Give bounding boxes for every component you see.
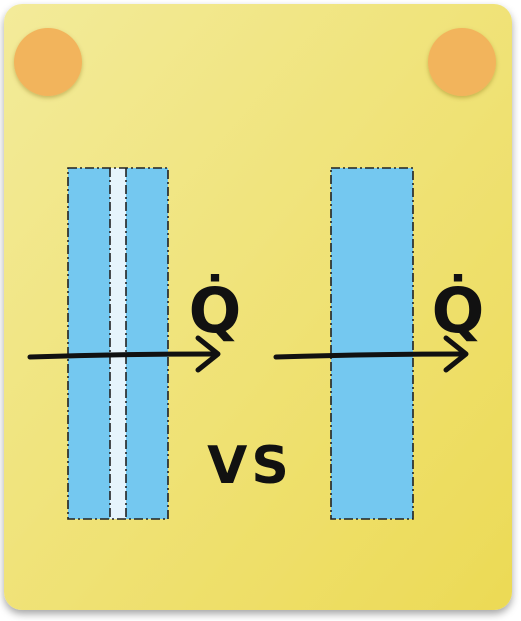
left-layered-wall xyxy=(67,167,169,520)
comparison-label: VS xyxy=(207,436,293,496)
left-wall-outer-layer xyxy=(68,168,110,519)
left-heat-flow-arrow xyxy=(27,335,221,373)
left-wall-inner-layer xyxy=(126,168,168,519)
right-solid-wall xyxy=(330,167,414,520)
right-wall-body xyxy=(331,168,413,519)
pin-left-icon xyxy=(14,28,82,96)
right-heat-flow-arrow xyxy=(273,335,469,373)
pin-right-icon xyxy=(428,28,496,96)
right-heat-flux-label: Q̇ xyxy=(432,274,485,347)
left-wall-gap-layer xyxy=(110,168,126,519)
left-heat-flux-label: Q̇ xyxy=(189,274,242,347)
